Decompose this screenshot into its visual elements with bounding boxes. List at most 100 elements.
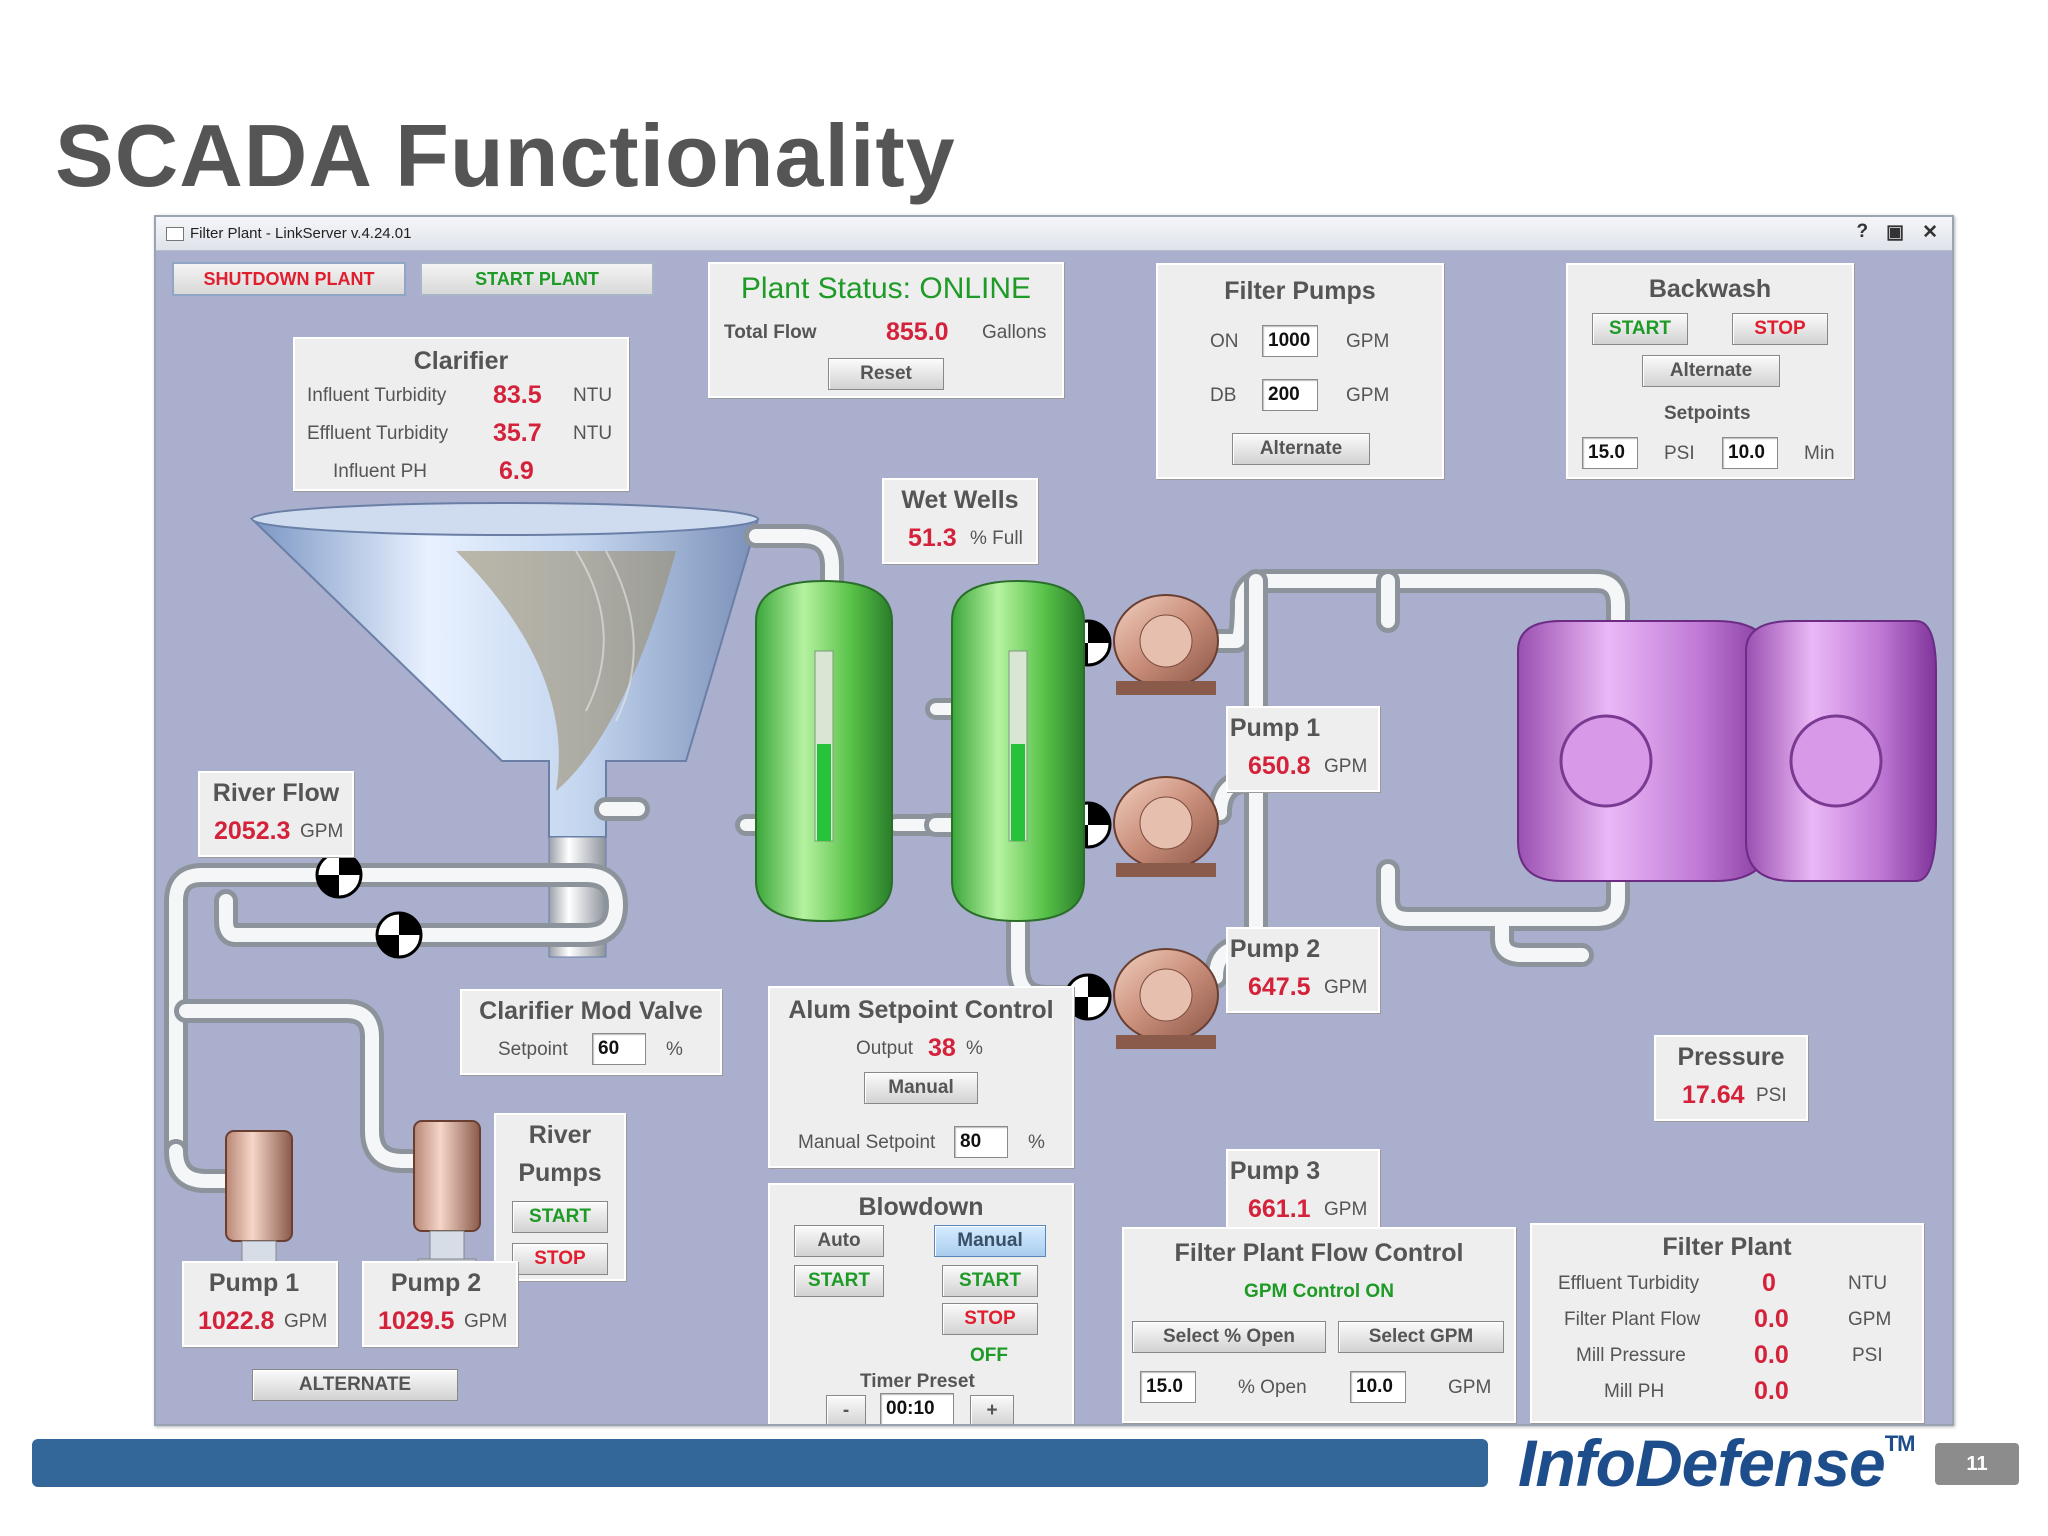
brand-name: InfoDefense [1518, 1426, 1886, 1500]
backwash-psi-unit: PSI [1664, 443, 1695, 464]
reset-button[interactable]: Reset [828, 358, 944, 390]
db-label: DB [1210, 385, 1237, 406]
pressure-panel: Pressure 17.64 PSI [1654, 1035, 1808, 1121]
influent-turbidity-value: 83.5 [493, 381, 542, 409]
help-icon[interactable]: ? [1856, 221, 1869, 242]
wet-well-level-fill [817, 744, 831, 841]
wet-wells-title: Wet Wells [901, 486, 1019, 514]
effluent-turbidity-unit: NTU [573, 423, 613, 444]
filter-pump-3-unit: GPM [1324, 1199, 1368, 1220]
db-setpoint-field[interactable] [1262, 379, 1318, 411]
app-icon [166, 226, 184, 241]
river-pumps-title-line1: River [528, 1121, 592, 1149]
blowdown-manual-button[interactable]: Manual [934, 1225, 1046, 1257]
valve-setpoint-field[interactable] [592, 1033, 646, 1065]
flow-control-panel: Filter Plant Flow Control GPM Control ON… [1122, 1227, 1516, 1423]
clarifier-title: Clarifier [413, 347, 509, 375]
total-flow-value: 855.0 [886, 318, 949, 346]
filter-plant-title: Filter Plant [1662, 1233, 1792, 1261]
filter-pumps-title: Filter Pumps [1224, 277, 1376, 305]
backwash-min-field[interactable] [1722, 437, 1778, 469]
setpoints-label: Setpoints [1664, 403, 1751, 424]
pressure-title: Pressure [1677, 1043, 1785, 1071]
backwash-psi-field[interactable] [1582, 437, 1638, 469]
river-pump-1-value: 1022.8 [198, 1307, 275, 1335]
blowdown-auto-button[interactable]: Auto [794, 1225, 884, 1257]
brand-logo: InfoDefenseTM [1518, 1425, 1915, 1501]
close-icon[interactable]: ✕ [1922, 222, 1938, 243]
start-plant-button[interactable]: START PLANT [420, 262, 654, 296]
backwash-panel: Backwash START STOP Alternate Setpoints … [1566, 263, 1854, 479]
fp-flow-unit: GPM [1848, 1309, 1892, 1330]
wet-well-tank [755, 579, 893, 923]
blowdown-panel: Blowdown Auto Manual START START STOP OF… [768, 1183, 1074, 1424]
on-setpoint-field[interactable] [1262, 325, 1318, 357]
clarifier-valve-title: Clarifier Mod Valve [479, 997, 703, 1025]
filter-pumps-alternate-button[interactable]: Alternate [1232, 433, 1370, 465]
manual-setpoint-field[interactable] [954, 1126, 1008, 1158]
wet-wells-value: 51.3 [908, 524, 957, 552]
blowdown-auto-start-button[interactable]: START [794, 1265, 884, 1297]
shutdown-plant-button[interactable]: SHUTDOWN PLANT [172, 262, 406, 296]
backwash-min-unit: Min [1804, 443, 1835, 464]
manual-setpoint-label: Manual Setpoint [798, 1132, 936, 1153]
alternate-button[interactable]: ALTERNATE [252, 1369, 458, 1401]
river-pump-1-icon[interactable] [225, 1130, 293, 1282]
backwash-stop-button[interactable]: STOP [1732, 313, 1828, 345]
filter-plant-panel: Filter Plant Effluent Turbidity 0 NTU Fi… [1530, 1223, 1924, 1423]
timer-decrement-button[interactable]: - [826, 1395, 866, 1424]
valve-icon[interactable] [1064, 973, 1112, 1021]
select-open-button[interactable]: Select % Open [1132, 1321, 1326, 1353]
blowdown-manual-start-button[interactable]: START [942, 1265, 1038, 1297]
filter-pump-2-unit: GPM [1324, 977, 1368, 998]
filter-pump-2-panel: Pump 2 647.5 GPM [1226, 927, 1380, 1013]
flow-control-title: Filter Plant Flow Control [1174, 1239, 1464, 1267]
slide-title: SCADA Functionality [55, 106, 956, 205]
timer-increment-button[interactable]: + [970, 1395, 1014, 1424]
filter-pump-3-icon[interactable] [1113, 948, 1219, 1049]
valve-icon[interactable] [315, 851, 363, 899]
river-flow-panel: River Flow 2052.3 GPM [198, 771, 354, 857]
restore-icon[interactable]: ▣ [1886, 222, 1905, 243]
alum-manual-button[interactable]: Manual [864, 1072, 978, 1104]
filter-pump-2-icon[interactable] [1113, 776, 1219, 877]
river-pump-2-panel: Pump 2 1029.5 GPM [362, 1261, 518, 1347]
page-number: 11 [1935, 1443, 2019, 1485]
river-pump-1-panel: Pump 1 1022.8 GPM [182, 1261, 338, 1347]
fp-effluent-turbidity-unit: NTU [1848, 1273, 1888, 1294]
valve-icon[interactable] [375, 911, 423, 959]
open-percent-unit: % Open [1238, 1377, 1307, 1398]
backwash-alternate-button[interactable]: Alternate [1642, 355, 1780, 387]
backwash-start-button[interactable]: START [1592, 313, 1688, 345]
clarifier-panel: Clarifier Influent Turbidity 83.5 NTU Ef… [293, 337, 629, 491]
gpm-field[interactable] [1350, 1371, 1406, 1403]
blowdown-manual-stop-button[interactable]: STOP [942, 1303, 1038, 1335]
total-flow-unit: Gallons [982, 322, 1047, 343]
river-pump-1-unit: GPM [284, 1311, 328, 1332]
wet-well-level-fill [1011, 744, 1025, 841]
alum-output-label: Output [856, 1038, 914, 1059]
river-pump-2-icon[interactable] [413, 1120, 481, 1272]
filter-pump-1-icon[interactable] [1113, 594, 1219, 695]
timer-preset-label: Timer Preset [860, 1371, 975, 1392]
timer-preset-field[interactable] [880, 1393, 954, 1424]
window-title: Filter Plant - LinkServer v.4.24.01 [190, 225, 412, 242]
valve-setpoint-unit: % [666, 1039, 683, 1060]
open-percent-field[interactable] [1140, 1371, 1196, 1403]
process-canvas: SHUTDOWN PLANT START PLANT Plant Status:… [156, 251, 1952, 1424]
blowdown-status: OFF [970, 1345, 1008, 1366]
river-pumps-start-button[interactable]: START [512, 1201, 608, 1233]
filter-pump-3-value: 661.1 [1248, 1195, 1311, 1223]
fp-flow-value: 0.0 [1754, 1305, 1789, 1333]
filter-pump-2-title: Pump 2 [1229, 935, 1321, 963]
river-pumps-title-line2: Pumps [518, 1159, 602, 1187]
effluent-turbidity-value: 35.7 [493, 419, 542, 447]
influent-ph-value: 6.9 [499, 457, 534, 485]
filter-pump-3-panel: Pump 3 661.1 GPM [1226, 1149, 1380, 1235]
river-pump-2-unit: GPM [464, 1311, 508, 1332]
mill-pressure-unit: PSI [1852, 1345, 1883, 1366]
flow-control-status: GPM Control ON [1244, 1281, 1394, 1302]
river-pumps-stop-button[interactable]: STOP [512, 1243, 608, 1275]
select-gpm-button[interactable]: Select GPM [1338, 1321, 1504, 1353]
manual-setpoint-unit: % [1028, 1132, 1045, 1153]
